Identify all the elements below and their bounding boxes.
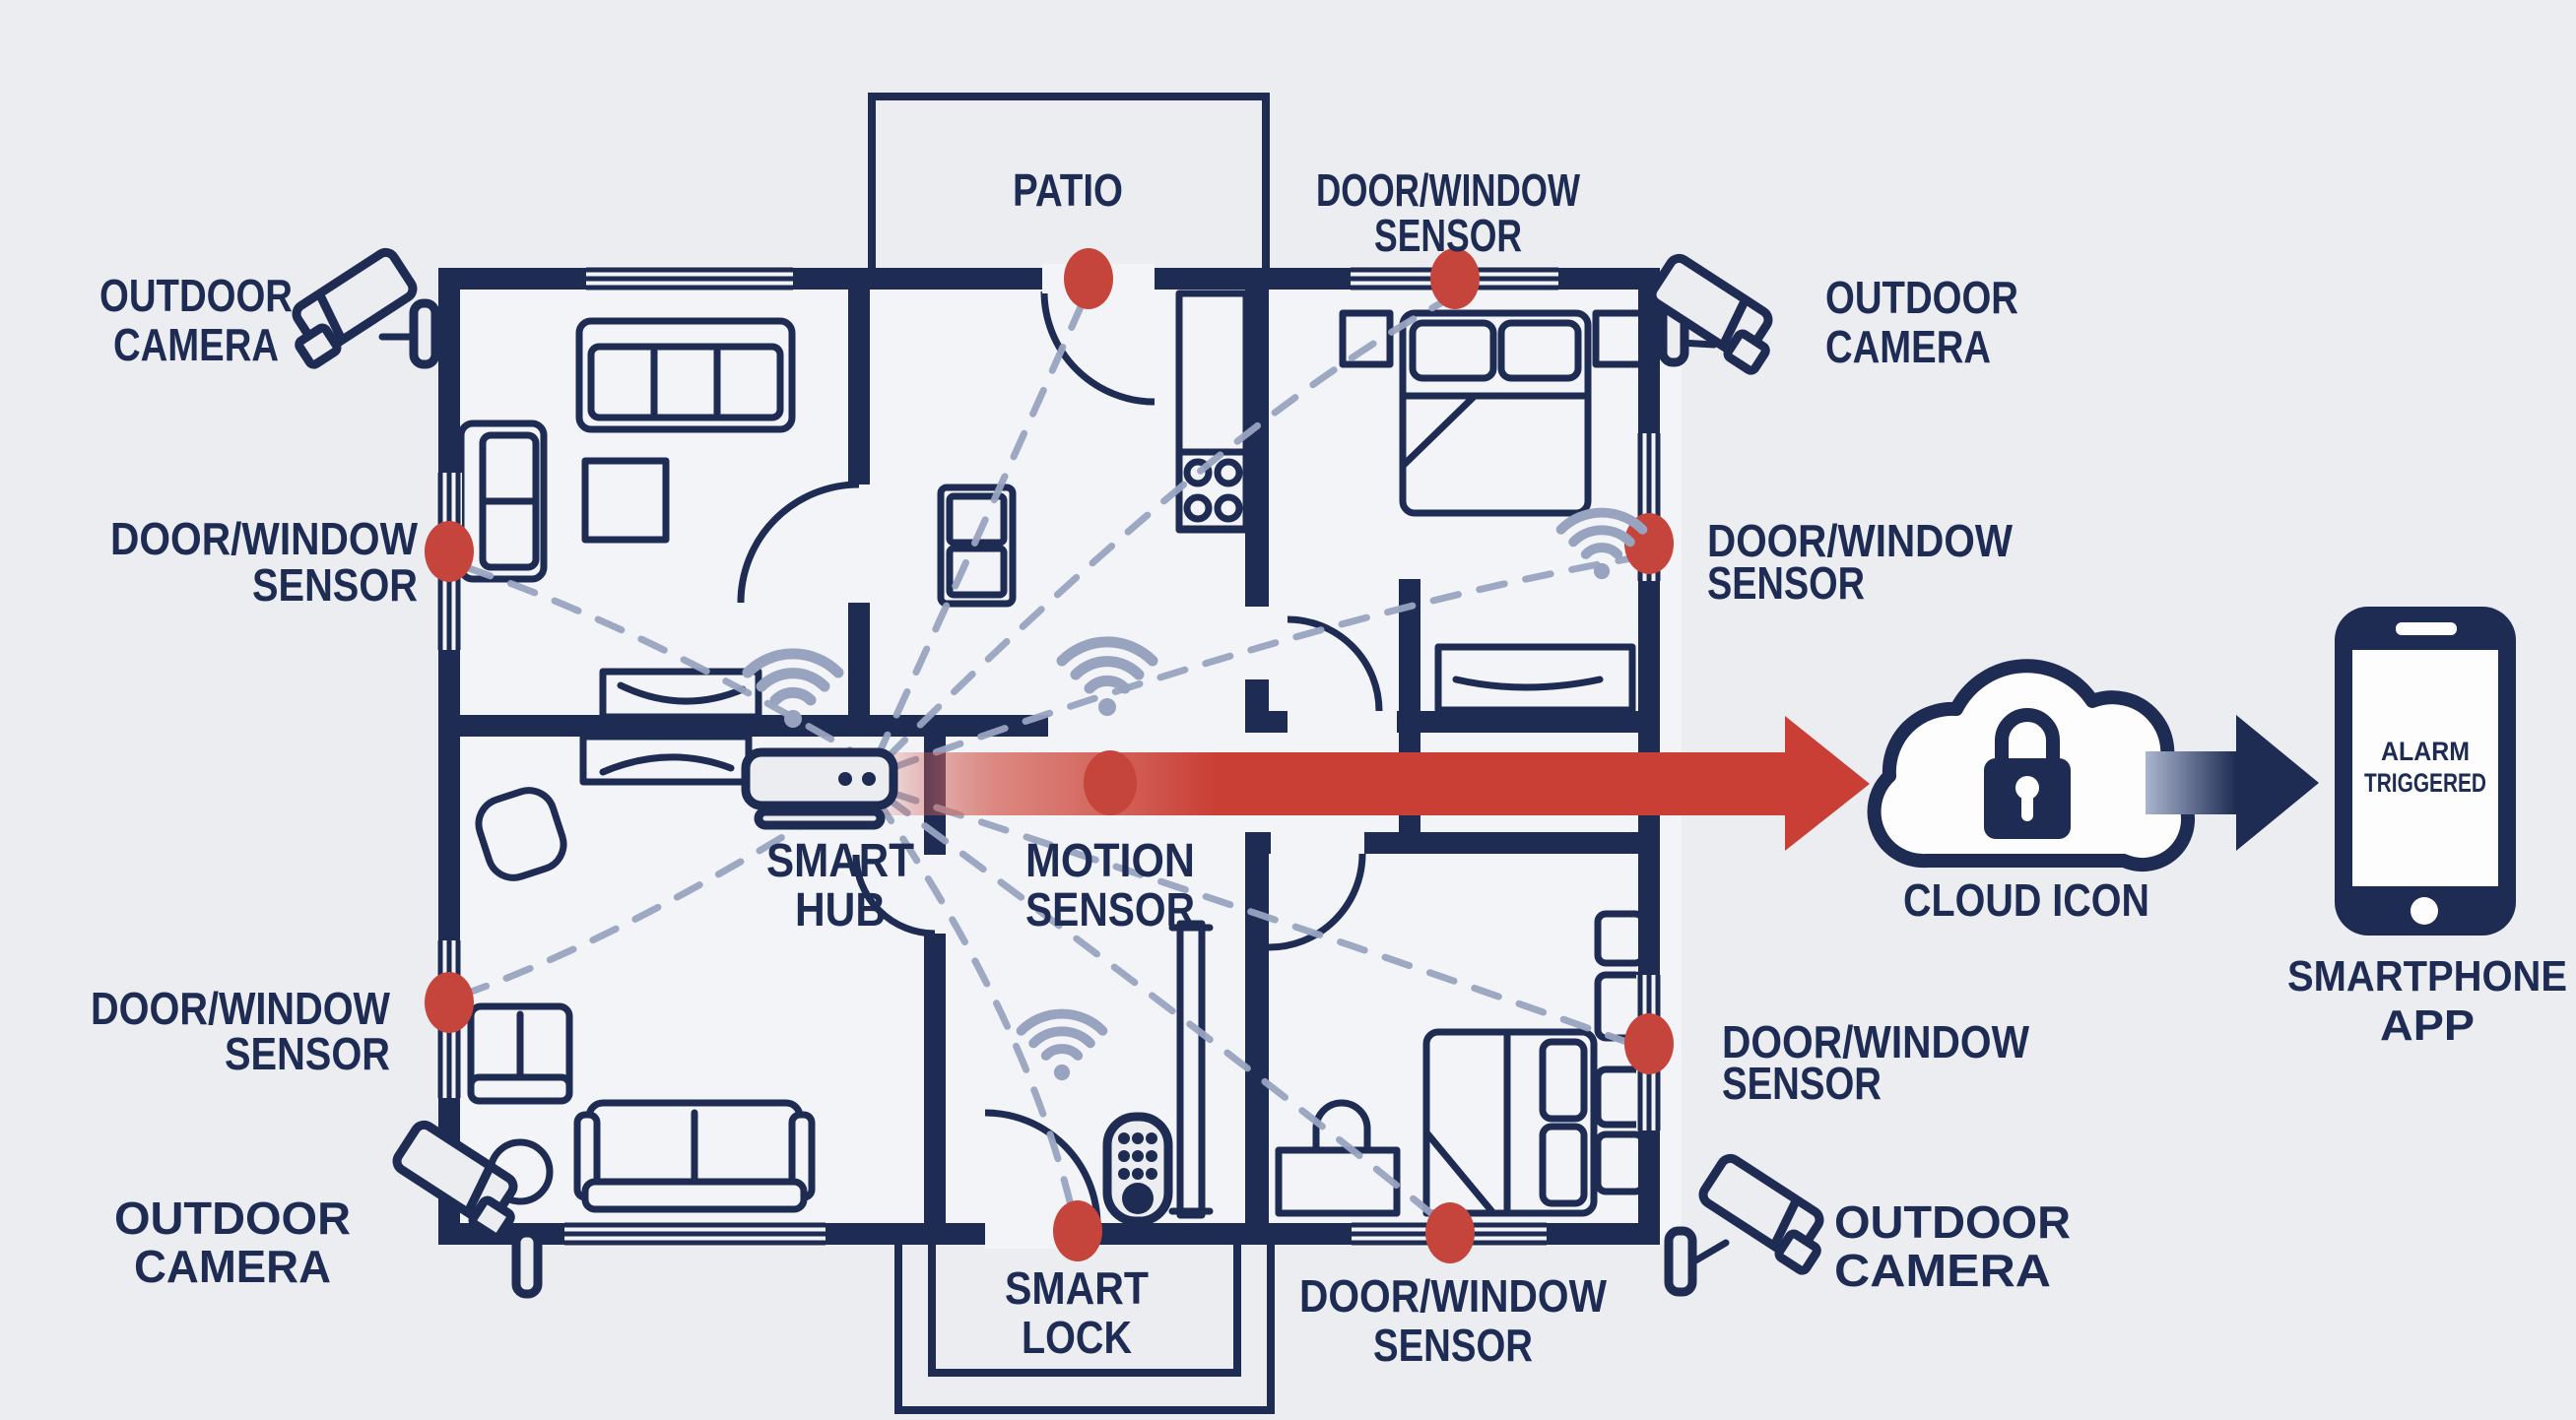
sensor-dot-top-window: [1430, 248, 1480, 309]
door-arcs: [737, 290, 1383, 1226]
sensor-dot-left-lower: [425, 972, 474, 1033]
labels: OUTDOOR CAMERA DOOR/WINDOW SENSOR DOOR/W…: [91, 164, 2567, 1371]
lock-icon: [1984, 708, 2071, 839]
sensor-dot-patio-door: [1064, 248, 1113, 309]
label-sensor-bottom-2: SENSOR: [1373, 1320, 1533, 1371]
label-sensor-left-upper-1: DOOR/WINDOW: [110, 513, 419, 564]
label-motion-sensor-1: MOTION: [1025, 835, 1195, 887]
smartphone-icon: ALARM TRIGGERED: [2335, 607, 2516, 936]
label-smartphone-app-2: APP: [2380, 1001, 2475, 1050]
label-sensor-left-lower-2: SENSOR: [225, 1028, 390, 1079]
security-camera-icon-bottom-left: [390, 1122, 543, 1299]
label-sensor-bottom-1: DOOR/WINDOW: [1299, 1270, 1608, 1322]
label-sensor-top-2: SENSOR: [1374, 210, 1522, 261]
kitchen-furniture: [937, 290, 1250, 1219]
label-smart-hub-2: HUB: [795, 884, 886, 936]
cloud-lock-icon: [1867, 659, 2196, 872]
window-top-left: [586, 266, 793, 291]
label-outdoor-camera-bl-1: OUTDOOR: [114, 1193, 351, 1244]
alarm-triggered-line2: TRIGGERED: [2364, 768, 2486, 798]
label-smart-hub-1: SMART: [766, 835, 914, 887]
label-sensor-right-upper-2: SENSOR: [1707, 557, 1865, 609]
security-camera-icon-top-right: [1645, 255, 1784, 372]
label-smart-lock-2: LOCK: [1022, 1312, 1132, 1363]
smart-lock-keypad-icon: [1102, 1112, 1173, 1226]
label-sensor-left-upper-2: SENSOR: [252, 559, 418, 611]
window-bottom-left: [564, 1221, 826, 1247]
sensor-dot-right-lower: [1624, 1013, 1674, 1074]
label-outdoor-camera-tl-2: CAMERA: [113, 319, 279, 370]
label-outdoor-camera-br-1: OUTDOOR: [1834, 1196, 2071, 1248]
porch-inner-outline: [928, 1245, 1241, 1377]
label-smartphone-app-1: SMARTPHONE: [2287, 952, 2567, 1000]
motion-sensor-dot: [1084, 750, 1137, 815]
sensor-dots: [425, 248, 1674, 1263]
label-outdoor-camera-tr-2: CAMERA: [1825, 321, 1991, 372]
bedroom2-furniture: [1275, 910, 1647, 1217]
label-sensor-right-upper-1: DOOR/WINDOW: [1707, 515, 2014, 566]
front-door-arc-icon: [984, 1109, 1101, 1226]
label-outdoor-camera-tl-1: OUTDOOR: [99, 270, 293, 321]
security-camera-icon-top-left: [281, 249, 440, 366]
bedroom1-door-arc-icon: [1287, 615, 1383, 712]
label-sensor-right-lower-1: DOOR/WINDOW: [1722, 1016, 2030, 1067]
phone-speaker: [2396, 622, 2457, 635]
hub-signal-links: [459, 296, 1641, 1223]
label-sensor-right-lower-2: SENSOR: [1722, 1058, 1882, 1109]
porch-outer-outline: [894, 1245, 1275, 1414]
label-outdoor-camera-tr-1: OUTDOOR: [1825, 272, 2018, 323]
alarm-triggered-line1: ALARM: [2381, 737, 2470, 766]
label-sensor-top-1: DOOR/WINDOW: [1316, 164, 1580, 216]
den-door-arc-icon: [852, 854, 936, 937]
label-cloud-icon: CLOUD ICON: [1903, 874, 2149, 926]
living-door-arc-icon: [737, 481, 860, 604]
label-patio: PATIO: [1013, 164, 1123, 216]
label-outdoor-camera-br-2: CAMERA: [1834, 1245, 2051, 1296]
patio-outline: [868, 93, 1270, 268]
sensor-dot-bottom-window: [1425, 1202, 1475, 1263]
sensor-dot-front-door: [1053, 1200, 1102, 1261]
label-sensor-left-lower-1: DOOR/WINDOW: [91, 983, 390, 1034]
patio-door-arc-icon: [1040, 290, 1156, 406]
alert-arrow: [865, 716, 1870, 851]
phone-screen: [2352, 650, 2498, 886]
label-smart-lock-1: SMART: [1005, 1262, 1149, 1314]
living-room-furniture: [457, 317, 796, 786]
security-camera-icon-bottom-right: [1664, 1155, 1835, 1297]
label-motion-sensor-2: SENSOR: [1025, 884, 1195, 936]
bedroom2-door-arc-icon: [1268, 853, 1366, 951]
den-furniture: [467, 787, 816, 1213]
sensor-dot-left-upper: [425, 521, 474, 582]
phone-home-button: [2411, 897, 2438, 925]
smart-hub-icon: [741, 747, 898, 830]
notify-arrow: [2146, 715, 2319, 851]
label-outdoor-camera-bl-2: CAMERA: [134, 1241, 331, 1292]
